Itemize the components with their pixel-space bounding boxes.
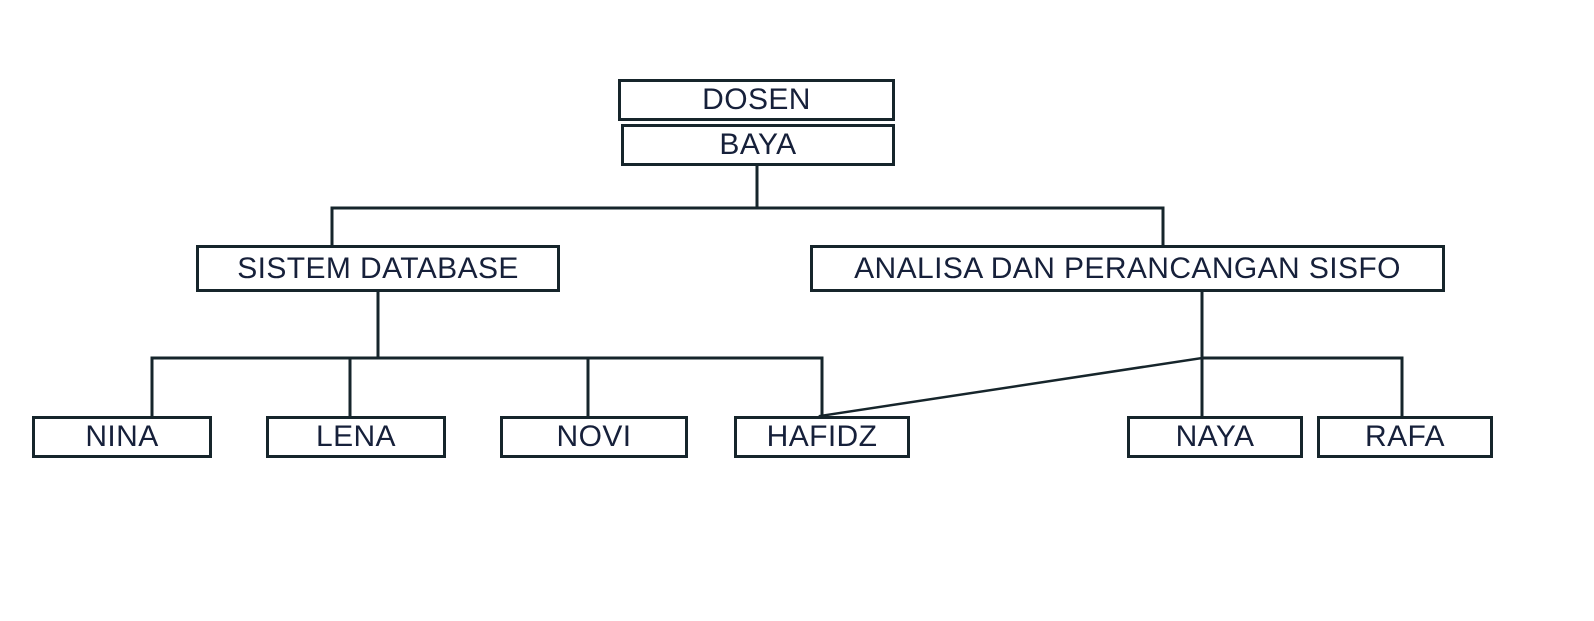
node-hafidz[interactable]: HAFIDZ <box>734 416 910 458</box>
node-novi-label: NOVI <box>556 420 632 453</box>
node-sistem-database-label: SISTEM DATABASE <box>237 251 519 285</box>
node-sistem-database[interactable]: SISTEM DATABASE <box>196 245 560 292</box>
node-nina-label: NINA <box>85 420 159 453</box>
node-lena[interactable]: LENA <box>266 416 446 458</box>
node-novi[interactable]: NOVI <box>500 416 688 458</box>
node-nina[interactable]: NINA <box>32 416 212 458</box>
node-analisa-dan-perancangan-sisfo-label: ANALISA DAN PERANCANGAN SISFO <box>854 251 1401 285</box>
connector-diagonal-analisa-to-hafidz <box>818 356 1204 418</box>
node-naya-label: NAYA <box>1175 420 1255 453</box>
node-dosen[interactable]: DOSEN <box>618 79 895 121</box>
node-rafa[interactable]: RAFA <box>1317 416 1493 458</box>
node-analisa-dan-perancangan-sisfo[interactable]: ANALISA DAN PERANCANGAN SISFO <box>810 245 1445 292</box>
node-lena-label: LENA <box>316 420 396 453</box>
node-hafidz-label: HAFIDZ <box>766 420 878 453</box>
node-dosen-label: DOSEN <box>702 83 811 116</box>
node-naya[interactable]: NAYA <box>1127 416 1303 458</box>
node-baya-label: BAYA <box>719 128 797 161</box>
node-baya[interactable]: BAYA <box>621 124 895 166</box>
node-rafa-label: RAFA <box>1365 420 1445 453</box>
